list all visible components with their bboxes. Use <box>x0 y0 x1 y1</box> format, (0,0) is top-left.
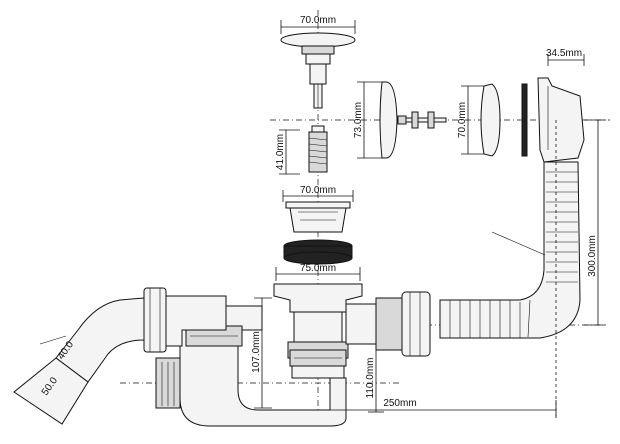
drain-cap <box>280 32 356 109</box>
label-cap-width: 70.0mm <box>300 15 336 26</box>
overflow-seal-ring <box>521 83 528 157</box>
dim-cap-width: 70.0mm <box>280 15 356 34</box>
label-strainer-width: 70.0mm <box>300 185 336 196</box>
label-horizontal-span: 250mm <box>383 398 416 409</box>
label-overflow-cover: 70.0mm <box>457 102 468 138</box>
overflow-bolt <box>397 111 447 129</box>
overflow-plate <box>379 81 398 159</box>
side-coupling <box>143 287 227 353</box>
dim-stem-length: 41.0mm <box>275 129 300 175</box>
threaded-stem <box>308 125 328 173</box>
label-stem-length: 41.0mm <box>275 134 286 170</box>
overflow-cover: 70.0mm <box>457 83 501 157</box>
label-gasket-width: 75.0mm <box>300 263 336 274</box>
label-trap-height: 107.0mm <box>251 331 262 373</box>
rubber-gasket: 75.0mm <box>275 239 361 281</box>
label-overflow-width: 34.5mm <box>546 48 582 59</box>
dim-valve-height: 73.0mm <box>353 81 386 159</box>
dim-trap-height: 107.0mm <box>251 297 272 409</box>
dim-hose-length: 300.0mm <box>584 119 606 326</box>
label-outlet-height: 110.0mm <box>365 358 376 399</box>
overflow-elbow: 34.5mm <box>537 48 585 163</box>
corrugated-hose <box>439 161 581 339</box>
label-valve-height: 73.0mm <box>353 102 364 138</box>
vertical-outlet <box>155 357 181 409</box>
u-trap <box>179 305 347 427</box>
hose-connector <box>345 291 431 357</box>
strainer-body: 70.0mm <box>282 185 354 233</box>
dim-horizontal-span: 250mm <box>318 120 557 418</box>
dim-outlet-height: 110.0mm <box>365 325 384 413</box>
label-hose-length: 300.0mm <box>587 235 598 277</box>
